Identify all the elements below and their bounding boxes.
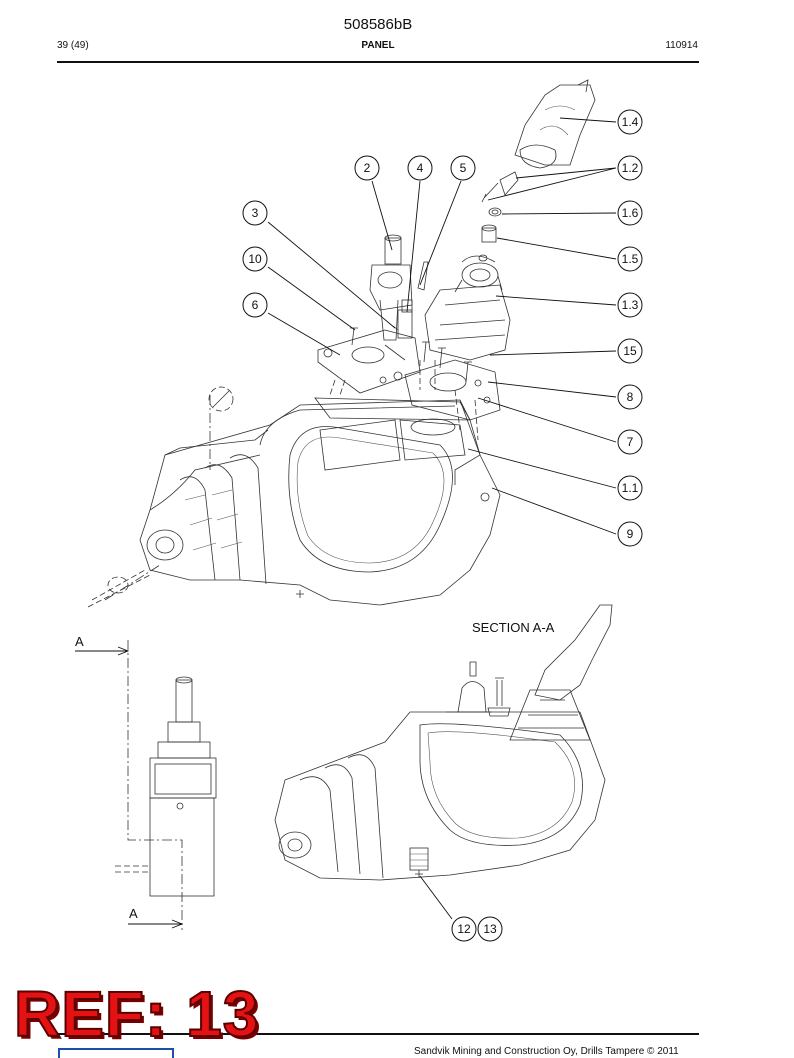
side-view-drawing	[75, 640, 217, 930]
document-code: 110914	[665, 40, 698, 51]
callout-label: 1.3	[622, 298, 639, 312]
callout-label: 7	[627, 435, 634, 449]
switch-2-drawing	[369, 234, 413, 341]
callout-label: 1.2	[622, 161, 639, 175]
callout-1-1[interactable]: 1.1	[617, 475, 643, 501]
callout-label: 5	[460, 161, 467, 175]
callout-1-6[interactable]: 1.6	[617, 200, 643, 226]
callout-label: 4	[417, 161, 424, 175]
callout-3[interactable]: 3	[242, 200, 268, 226]
callout-1-5[interactable]: 1.5	[617, 246, 643, 272]
document-number: 508586bB	[343, 16, 413, 33]
callout-label: 9	[627, 527, 634, 541]
leader-lines	[267, 117, 617, 920]
callout-label: 13	[483, 922, 497, 936]
footer-copyright: Sandvik Mining and Construction Oy, Dril…	[414, 1046, 679, 1057]
header-rule	[57, 61, 699, 63]
callout-label: 1.6	[622, 206, 639, 220]
callout-15[interactable]: 15	[617, 338, 643, 364]
joystick-base-drawing	[424, 255, 511, 361]
callout-2[interactable]: 2	[354, 155, 380, 181]
callout-7[interactable]: 7	[617, 429, 643, 455]
callout-12[interactable]: 12	[451, 916, 477, 942]
callout-label: 10	[248, 252, 262, 266]
callout-8[interactable]: 8	[617, 384, 643, 410]
main-housing-drawing	[139, 397, 501, 606]
section-marker-bottom: A	[129, 906, 138, 921]
callout-1-4[interactable]: 1.4	[617, 109, 643, 135]
section-title: SECTION A-A	[472, 620, 555, 635]
callout-13[interactable]: 13	[477, 916, 503, 942]
callout-label: 8	[627, 390, 634, 404]
callout-label: 12	[457, 922, 471, 936]
callout-label: 3	[252, 206, 259, 220]
callout-label: 2	[364, 161, 371, 175]
callout-6[interactable]: 6	[242, 292, 268, 318]
callout-5[interactable]: 5	[450, 155, 476, 181]
small-parts-drawing	[478, 171, 519, 262]
page-number: 39 (49)	[57, 40, 89, 51]
callout-label: 1.4	[622, 115, 639, 129]
ref-stamp: REF: 13	[13, 978, 260, 1050]
callout-label: 1.1	[622, 481, 639, 495]
screws-drawing	[350, 327, 472, 383]
section-marker-top: A	[75, 634, 84, 649]
callout-label: 6	[252, 298, 259, 312]
grip-handle-drawing	[514, 79, 596, 169]
callout-1-3[interactable]: 1.3	[617, 292, 643, 318]
callout-10[interactable]: 10	[242, 246, 268, 272]
plate-6-drawing	[317, 329, 421, 394]
section-a-a-drawing	[274, 604, 613, 881]
callout-1-2[interactable]: 1.2	[617, 155, 643, 181]
callout-label: 1.5	[622, 252, 639, 266]
callout-label: 15	[623, 344, 637, 358]
callout-4[interactable]: 4	[407, 155, 433, 181]
page-title: PANEL	[361, 40, 395, 51]
footer-rule	[57, 1033, 699, 1035]
connector-drawing	[384, 261, 429, 361]
callout-9[interactable]: 9	[617, 521, 643, 547]
